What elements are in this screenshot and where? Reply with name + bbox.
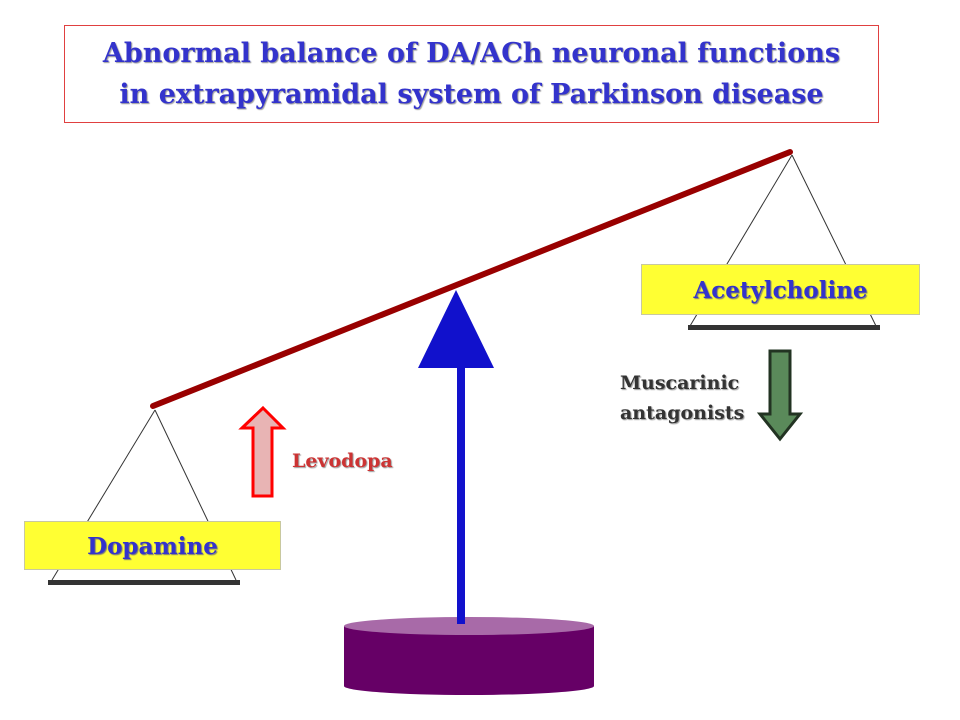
fulcrum-triangle xyxy=(418,290,494,368)
dopamine-pan xyxy=(48,580,240,585)
muscarinic-antagonists-caption: Muscarinic antagonists xyxy=(620,368,744,428)
muscarinic-caption-line-2: antagonists xyxy=(620,402,745,424)
dopamine-label: Dopamine xyxy=(24,521,281,570)
scale-base xyxy=(344,617,594,695)
balance-beam xyxy=(150,149,793,409)
antagonist-down-arrow-icon xyxy=(756,349,804,442)
diagram-title: Abnormal balance of DA/ACh neuronal func… xyxy=(64,25,879,123)
scale-post xyxy=(457,368,465,624)
acetylcholine-pan xyxy=(688,325,880,330)
title-line-2: in extrapyramidal system of Parkinson di… xyxy=(119,79,824,110)
muscarinic-caption-line-1: Muscarinic xyxy=(620,372,740,394)
levodopa-up-arrow-icon xyxy=(238,405,287,498)
title-line-1: Abnormal balance of DA/ACh neuronal func… xyxy=(102,38,841,69)
levodopa-caption: Levodopa xyxy=(292,450,393,472)
acetylcholine-label: Acetylcholine xyxy=(641,264,920,315)
